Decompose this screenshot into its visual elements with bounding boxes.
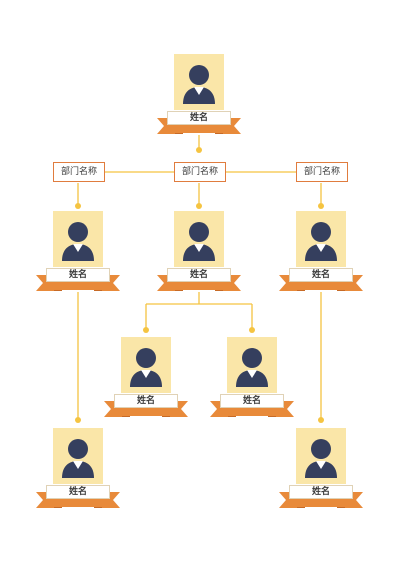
connector-dot xyxy=(75,203,81,209)
person-icon xyxy=(236,348,268,387)
person-name: 姓名 xyxy=(46,485,110,499)
person-icon xyxy=(183,65,215,104)
photo-frame xyxy=(296,428,346,484)
photo-frame xyxy=(121,337,171,393)
person-card-top: 姓名 xyxy=(155,54,243,138)
connector-dot xyxy=(143,327,149,333)
connector-dot xyxy=(196,203,202,209)
department-box-left: 部门名称 xyxy=(53,162,105,182)
person-name: 姓名 xyxy=(46,268,110,282)
photo-frame xyxy=(53,428,103,484)
person-icon xyxy=(62,222,94,261)
department-box-right: 部门名称 xyxy=(296,162,348,182)
photo-frame xyxy=(174,211,224,267)
person-card-level3-left: 姓名 xyxy=(102,337,190,421)
person-icon xyxy=(183,222,215,261)
person-icon xyxy=(305,439,337,478)
connector-dot xyxy=(75,417,81,423)
connector-dot xyxy=(318,417,324,423)
person-name: 姓名 xyxy=(167,268,231,282)
person-card-level3-right: 姓名 xyxy=(208,337,296,421)
person-name: 姓名 xyxy=(114,394,178,408)
person-name: 姓名 xyxy=(289,268,353,282)
person-icon xyxy=(305,222,337,261)
photo-frame xyxy=(53,211,103,267)
connector-dot xyxy=(318,203,324,209)
person-card-bottom-left: 姓名 xyxy=(34,428,122,512)
person-icon xyxy=(62,439,94,478)
person-name: 姓名 xyxy=(220,394,284,408)
connector-dot xyxy=(249,327,255,333)
photo-frame xyxy=(227,337,277,393)
person-name: 姓名 xyxy=(167,111,231,125)
photo-frame xyxy=(174,54,224,110)
person-card-level2-right: 姓名 xyxy=(277,211,365,295)
person-card-bottom-right: 姓名 xyxy=(277,428,365,512)
photo-frame xyxy=(296,211,346,267)
person-card-level2-left: 姓名 xyxy=(34,211,122,295)
connector-dot xyxy=(196,147,202,153)
person-name: 姓名 xyxy=(289,485,353,499)
person-card-level2-center: 姓名 xyxy=(155,211,243,295)
department-box-center: 部门名称 xyxy=(174,162,226,182)
ribbon-banner xyxy=(279,275,363,291)
person-icon xyxy=(130,348,162,387)
